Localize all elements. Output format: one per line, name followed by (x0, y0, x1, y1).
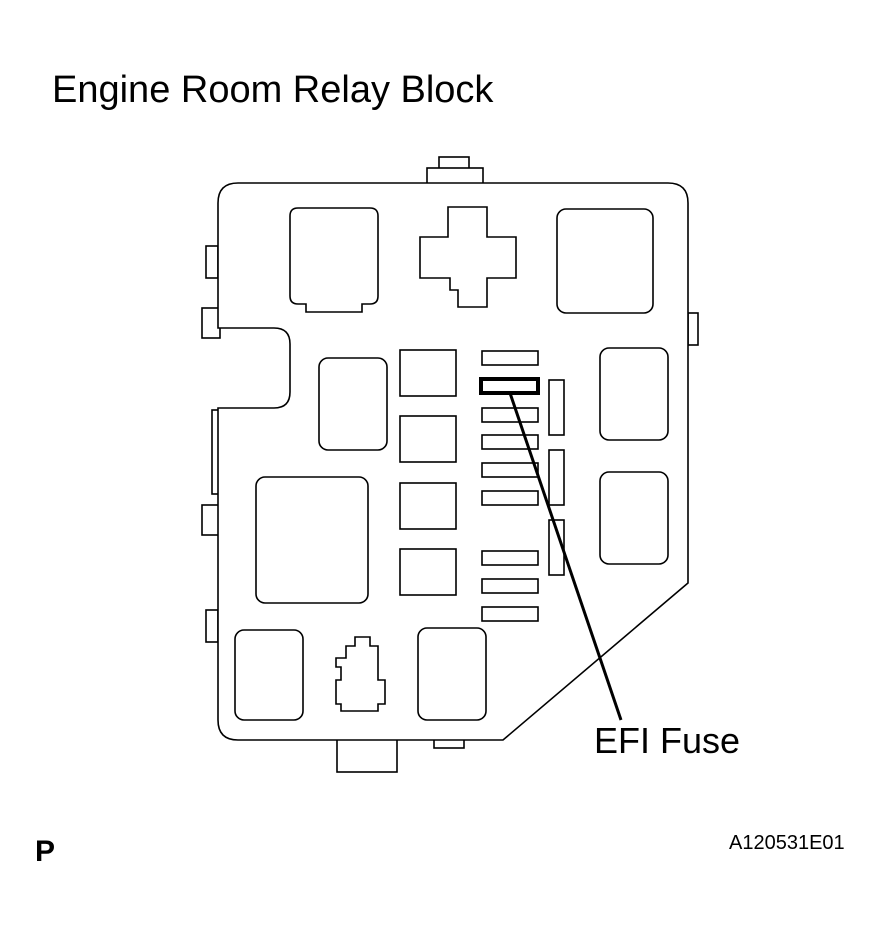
fuse-slot-8 (481, 578, 539, 594)
diagram-title: Engine Room Relay Block (52, 69, 494, 111)
relay-slot-mid-left (318, 357, 388, 451)
relay-square-4 (399, 548, 457, 596)
relay-square-3 (399, 482, 457, 530)
fuse-slot-7 (481, 550, 539, 566)
fuse-slot-6 (481, 490, 539, 506)
relay-slot-top-left (289, 207, 379, 313)
relay-square-2 (399, 415, 457, 463)
fuse-slot-1 (481, 350, 539, 366)
efi-fuse-leader-line (508, 392, 623, 721)
top-tab (426, 167, 484, 185)
left-tab-1 (205, 245, 219, 279)
fuse-slot-5 (481, 462, 539, 478)
fuse-slot-3 (481, 407, 539, 423)
relay-slot-right-lower (599, 471, 669, 565)
vertical-fuse-2 (548, 449, 565, 506)
relay-slot-top-right (556, 208, 654, 314)
vertical-fuse-1 (548, 379, 565, 436)
fuse-slot-9 (481, 606, 539, 622)
relay-slot-right-upper (599, 347, 669, 441)
relay-slot-bottom-left (234, 629, 304, 721)
left-tab-5 (205, 609, 219, 643)
relay-slot-bottom-right (417, 627, 487, 721)
connector-slot-bottom-center (335, 636, 386, 712)
efi-fuse (479, 377, 540, 395)
bottom-connector (336, 737, 398, 773)
right-tab (687, 312, 699, 346)
relay-square-1 (399, 349, 457, 397)
figure-id-label: A120531E01 (729, 832, 845, 854)
efi-fuse-callout-label: EFI Fuse (594, 720, 741, 761)
large-relay-slot (255, 476, 369, 604)
relay-slot-top-center (419, 206, 517, 308)
view-code-label: P (35, 835, 56, 868)
